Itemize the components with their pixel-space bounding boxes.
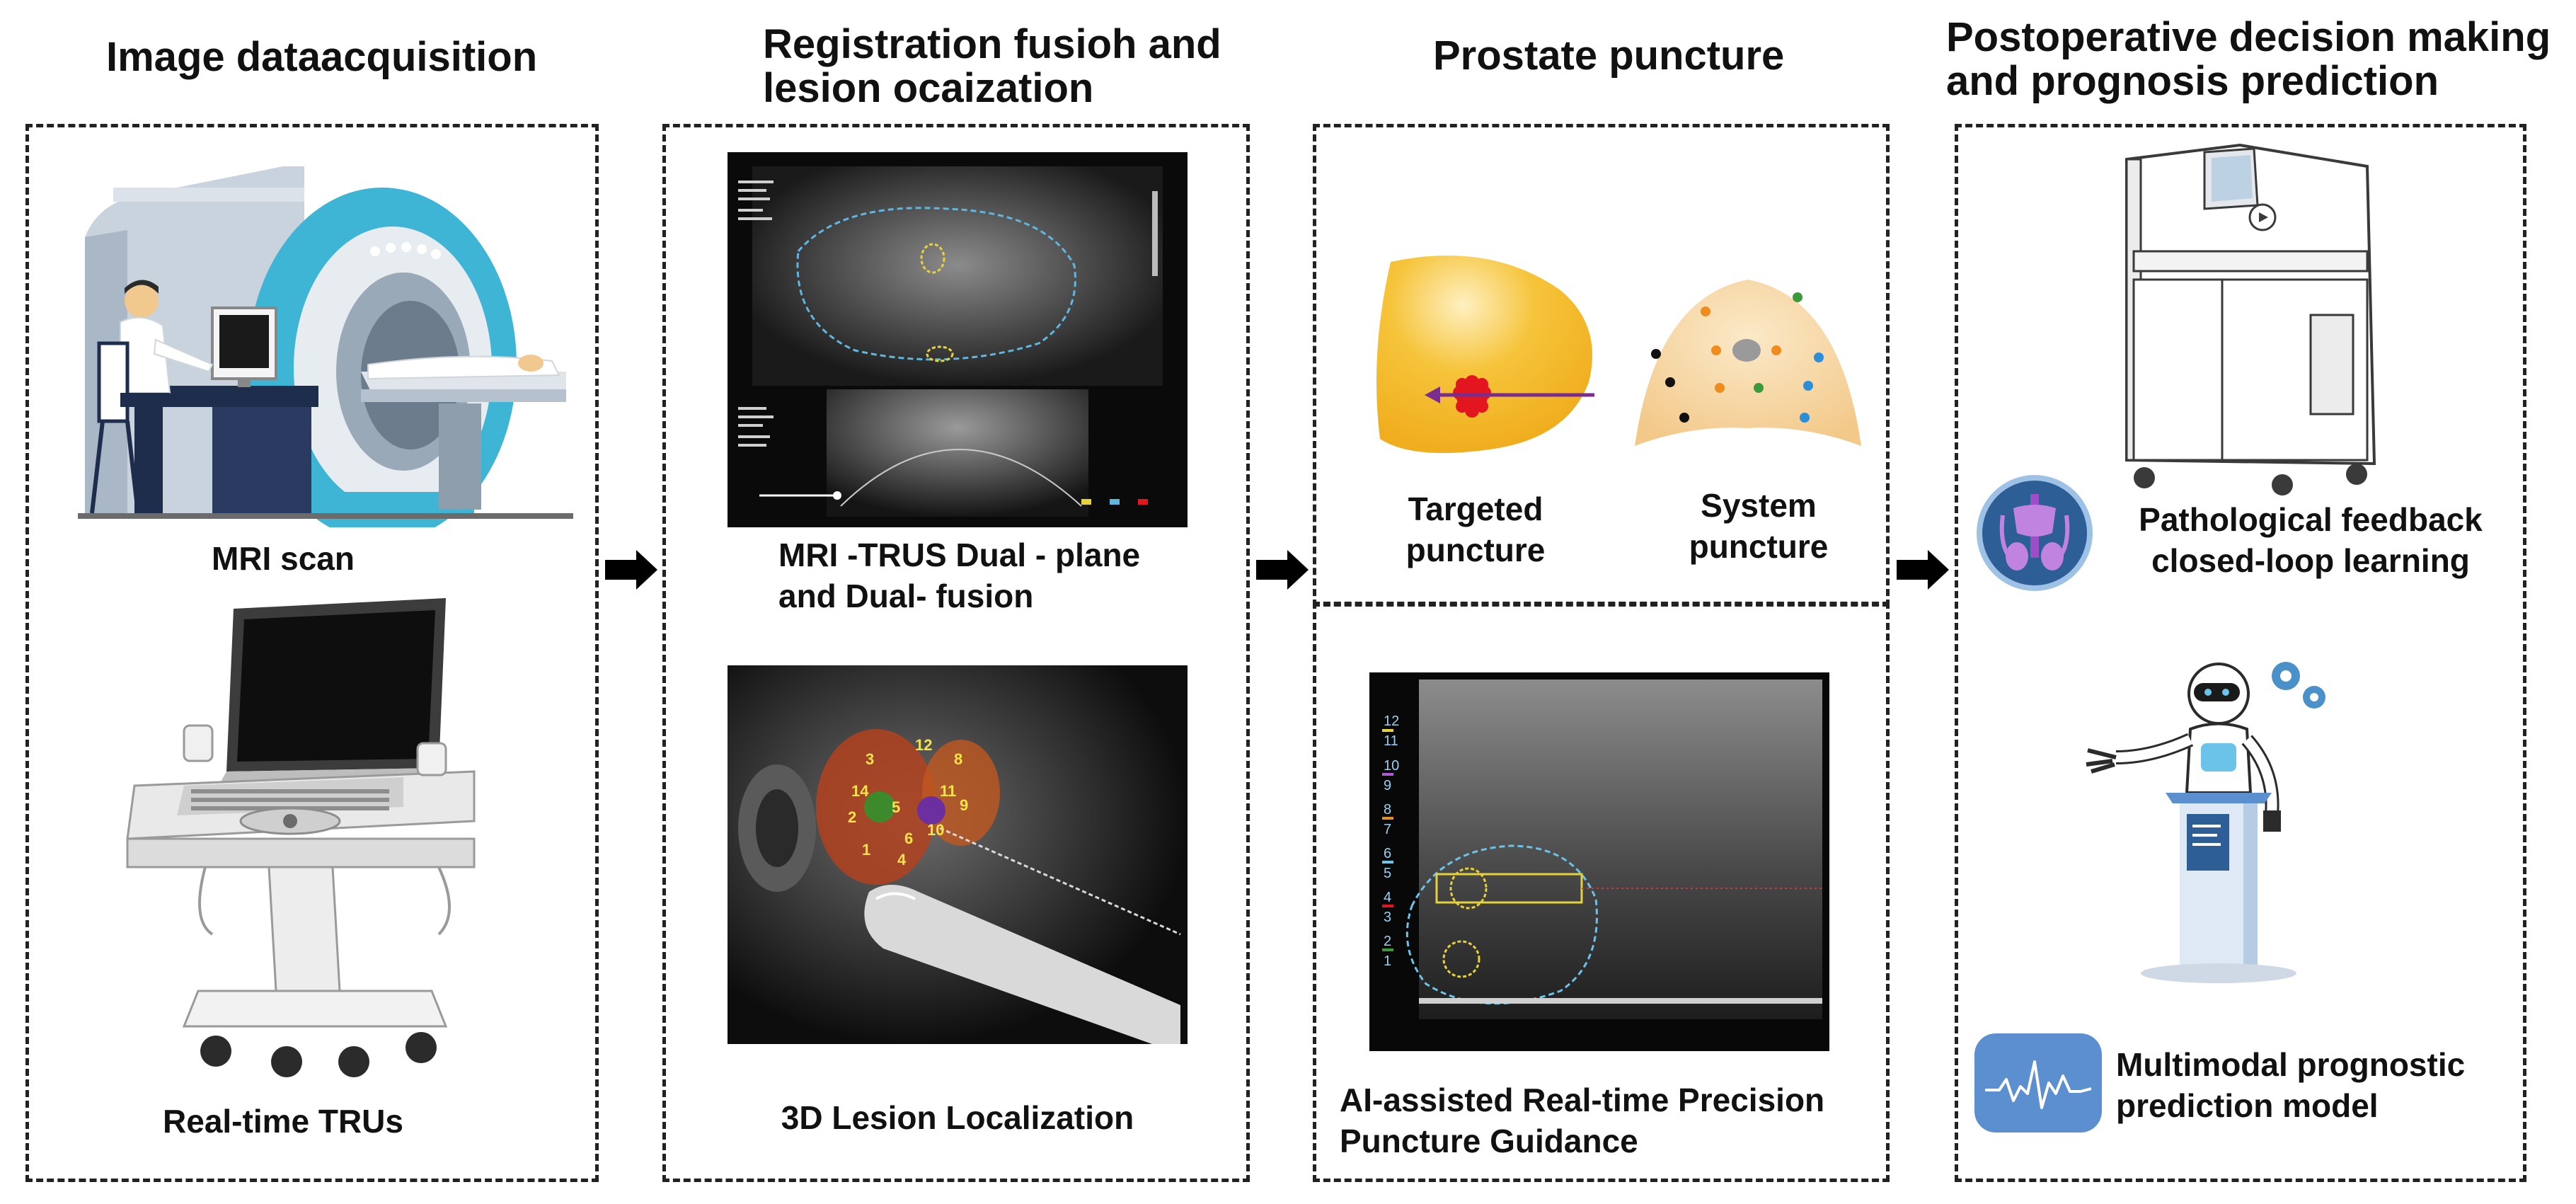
- arrow-right-icon: [1897, 550, 1949, 590]
- targeted-puncture-label: Targeted puncture: [1345, 488, 1606, 571]
- fusion-label-line2: and Dual- fusion: [778, 578, 1034, 614]
- lesion-number: 2: [848, 808, 856, 826]
- lesion-number: 12: [915, 736, 932, 754]
- lesion-number: 10: [927, 821, 944, 839]
- scale-number: 9: [1384, 778, 1391, 793]
- column-title-registration-line2: lesion ocaization: [763, 65, 1094, 111]
- trus-label: Real-time TRUs: [163, 1103, 403, 1140]
- column-title-registration: Registration fusioh and lesion ocaizatio…: [763, 23, 1221, 110]
- lesion-number: 11: [940, 782, 956, 800]
- scale-number: 1: [1384, 953, 1391, 969]
- multimodal-model-line2: prediction model: [2116, 1087, 2379, 1124]
- lesion-number: 5: [892, 798, 900, 816]
- waveform-icon: [1974, 1033, 2102, 1133]
- fusion-label-line1: MRI -TRUS Dual - plane: [778, 537, 1141, 573]
- pathological-feedback-line2: closed-loop learning: [2151, 542, 2470, 579]
- column-title-puncture: Prostate puncture: [1433, 33, 1785, 79]
- scale-number: 8: [1384, 802, 1391, 818]
- column-title-postop: Postoperative decision making and progno…: [1946, 16, 2551, 103]
- robot-illustration: [2086, 662, 2325, 983]
- panel-puncture-bottom: [1313, 602, 1890, 1182]
- scale-number: 6: [1384, 846, 1391, 861]
- mri-scan-label: MRI scan: [212, 540, 355, 577]
- multimodal-model-label: Multimodal prognostic prediction model: [2116, 1044, 2512, 1126]
- scale-number: 5: [1384, 866, 1391, 881]
- guidance-image-graphic: 12 11 10 9 8 7 6 5 4 3 2 1: [1382, 680, 1822, 1019]
- fusion-image: [728, 152, 1188, 527]
- panel-acquisition: [25, 124, 599, 1182]
- arrow-right-icon: [1256, 550, 1309, 590]
- lesion-localization-label: 3D Lesion Localization: [781, 1099, 1134, 1136]
- scale-number: 3: [1384, 910, 1391, 925]
- guidance-label: AI-assisted Real-time Precision Puncture…: [1340, 1079, 1878, 1162]
- reproductive-organ-icon: [1977, 475, 2093, 591]
- lesion-number: 14: [851, 782, 869, 800]
- lesion-number: 8: [954, 750, 962, 768]
- panel-postop: [1955, 124, 2526, 1182]
- guidance-label-line2: Puncture Guidance: [1340, 1123, 1638, 1159]
- lesion-number: 6: [904, 830, 913, 847]
- fusion-image-graphic: [738, 166, 1163, 517]
- system-puncture-illustration: [1635, 280, 1861, 446]
- lesion-number: 9: [960, 796, 968, 814]
- lesion-number: 1: [862, 841, 870, 859]
- mri-scanner-illustration: [78, 166, 573, 527]
- targeted-puncture-illustration: [1376, 256, 1594, 453]
- fusion-label: MRI -TRUS Dual - plane and Dual- fusion: [778, 534, 1231, 617]
- system-puncture-label: System puncture: [1628, 485, 1890, 567]
- panel-registration: [662, 124, 1250, 1182]
- pathological-feedback-line1: Pathological feedback: [2139, 501, 2483, 538]
- scale-number: 11: [1384, 733, 1398, 749]
- scale-number: 2: [1384, 934, 1391, 949]
- pathology-cabinet-illustration: [2125, 143, 2376, 495]
- scale-number: 7: [1384, 822, 1391, 837]
- ultrasound-machine-illustration: [126, 598, 476, 1077]
- column-title-postop-line1: Postoperative decision making: [1946, 14, 2551, 60]
- arrow-right-icon: [605, 550, 657, 590]
- lesion-localization-graphic: 14 5 11 9 10 6 4 1 2 3 12 8: [728, 665, 1188, 1044]
- targeted-puncture-line1: Targeted: [1408, 491, 1543, 527]
- multimodal-model-line1: Multimodal prognostic: [2116, 1046, 2466, 1083]
- lesion-localization-image: 14 5 11 9 10 6 4 1 2 3 12 8: [728, 665, 1188, 1044]
- scale-number: 12: [1384, 713, 1399, 729]
- targeted-puncture-line2: puncture: [1405, 532, 1546, 568]
- guidance-image: 12 11 10 9 8 7 6 5 4 3 2 1: [1369, 672, 1829, 1051]
- column-title-postop-line2: and prognosis prediction: [1946, 58, 2439, 104]
- system-puncture-line1: System: [1701, 487, 1817, 524]
- column-title-acquisition: Image dataacquisition: [106, 34, 538, 80]
- scale-number: 4: [1384, 890, 1391, 905]
- guidance-label-line1: AI-assisted Real-time Precision: [1340, 1082, 1825, 1118]
- pathological-feedback-label: Pathological feedback closed-loop learni…: [2095, 499, 2526, 581]
- lesion-number: 4: [897, 851, 907, 868]
- scale-number: 10: [1384, 758, 1399, 774]
- column-title-registration-line1: Registration fusioh and: [763, 21, 1221, 67]
- system-puncture-line2: puncture: [1689, 528, 1829, 565]
- lesion-number: 3: [866, 750, 874, 768]
